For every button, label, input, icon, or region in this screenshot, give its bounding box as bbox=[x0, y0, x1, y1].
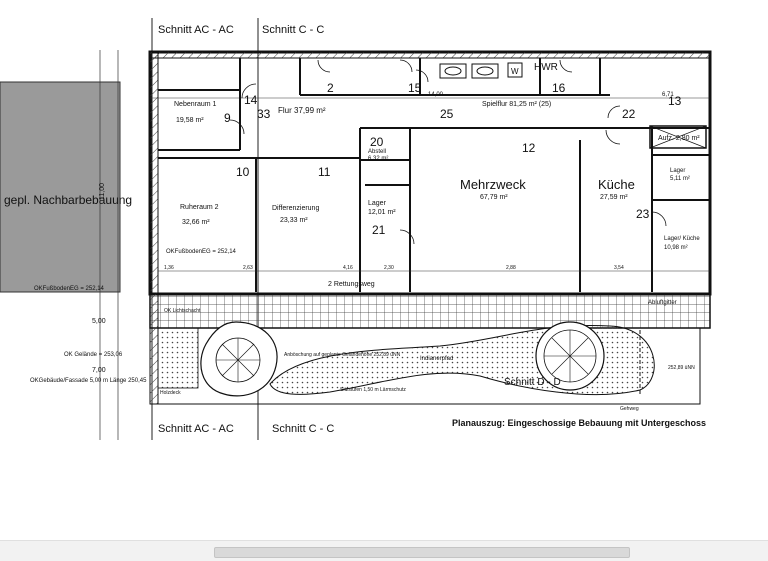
dim-500: 5,00 bbox=[92, 318, 106, 325]
dim-mid-2: 2,63 bbox=[243, 265, 253, 271]
room-mehrzweck-area: 67,79 m² bbox=[480, 194, 508, 201]
room-ruheraum-area: 32,66 m² bbox=[182, 219, 210, 226]
section-ac-top-label: Schnitt AC - AC bbox=[158, 24, 234, 36]
dim-top-6: 6,71 bbox=[662, 92, 674, 98]
abluftgitter-label: Abluftgitter bbox=[648, 300, 677, 306]
room-nebenraum-name: Nebenraum 1 bbox=[174, 101, 217, 108]
room-number-16: 16 bbox=[552, 81, 566, 95]
room-flur-name: Flur 37,99 m² bbox=[278, 106, 326, 115]
boeschung-label: Anböschung auf geplante Geländehöhe 252,… bbox=[284, 352, 401, 358]
sitzstufen-label: Sitzstufen 1,50 m Lärmschutz bbox=[340, 387, 406, 393]
room-lager2-area: 5,11 m² bbox=[670, 176, 690, 182]
tree bbox=[200, 321, 278, 397]
dim-mid-1: 1,36 bbox=[164, 265, 174, 271]
room-number-23: 23 bbox=[636, 207, 650, 221]
room-mehrzweck-name: Mehrzweck bbox=[460, 177, 526, 192]
tree bbox=[535, 321, 605, 391]
room-number-13: 13 bbox=[668, 94, 682, 108]
room-lagerkueche-area: 10,98 m² bbox=[664, 245, 688, 251]
room-nebenraum-area: 19,58 m² bbox=[176, 117, 204, 124]
plan-title: Planauszug: Eingeschossige Bebauung mit … bbox=[452, 418, 706, 428]
ok-gelaende-label: OK Gelände = 253,06 bbox=[64, 352, 123, 358]
room-number-22: 22 bbox=[622, 107, 636, 121]
room-differenzierung-name: Differenzierung bbox=[272, 205, 319, 212]
section-cc-top-label: Schnitt C - C bbox=[262, 24, 324, 36]
ok-fussboden-label: OKFußbodenEG = 252,14 bbox=[166, 249, 237, 255]
washing-machine bbox=[507, 62, 523, 78]
gehweg-right-label: 252,89 üNN bbox=[668, 365, 695, 371]
neighbor-label: gepl. Nachbarbebauung bbox=[4, 193, 132, 207]
room-number-20: 20 bbox=[370, 135, 384, 149]
building-outline bbox=[148, 50, 712, 296]
rettungsweg-label: 2 Rettungsweg bbox=[328, 281, 375, 288]
room-lagerkueche-name: Lager/ Küche bbox=[664, 236, 700, 242]
sink bbox=[439, 63, 467, 79]
dim-mid-6: 2,88 bbox=[506, 265, 516, 271]
gehweg-bottom-label: Gehweg bbox=[620, 406, 639, 412]
room-abstell-name: Abstell bbox=[368, 149, 386, 155]
ok-nachbar-label: OKFußbodenEG = 252,14 bbox=[34, 286, 105, 292]
room-kueche-area: 27,59 m² bbox=[600, 194, 628, 201]
room-differenzierung-area: 23,33 m² bbox=[280, 217, 308, 224]
room-number-12: 12 bbox=[522, 141, 536, 155]
room-abstell-area: 6,32 m² bbox=[368, 156, 388, 162]
ok-lichtschacht-label: OK Lichtschacht bbox=[164, 308, 201, 314]
dim-1100: 11,00 bbox=[99, 183, 106, 200]
dim-mid-4: 2,30 bbox=[384, 265, 394, 271]
room-number-25: 25 bbox=[440, 107, 454, 121]
section-ac-bottom-label: Schnitt AC - AC bbox=[158, 423, 234, 435]
room-lager1-name: Lager bbox=[368, 200, 387, 207]
dim-mid-5: 3,54 bbox=[614, 265, 624, 271]
room-lager1-area: 12,01 m² bbox=[368, 209, 396, 216]
room-number-21: 21 bbox=[372, 223, 386, 237]
dim-700: 7,00 bbox=[92, 367, 106, 374]
indianerpfad-label: Indianerpfad bbox=[420, 356, 453, 362]
aufzug-shaft bbox=[649, 125, 707, 149]
room-ruheraum-name: Ruheraum 2 bbox=[180, 204, 219, 211]
room-number-9: 9 bbox=[224, 111, 231, 125]
room-number-2: 2 bbox=[327, 81, 334, 95]
holzdeck bbox=[157, 327, 199, 389]
room-spielflur-name: Spielflur 81,25 m² (25) bbox=[482, 101, 551, 108]
room-number-15: 15 bbox=[408, 81, 422, 95]
room-number-14: 14 bbox=[244, 93, 258, 107]
room-number-10: 10 bbox=[236, 165, 250, 179]
room-kueche-name: Küche bbox=[598, 177, 635, 192]
room-number-11: 11 bbox=[318, 165, 331, 179]
section-cc-bottom-label: Schnitt C - C bbox=[272, 423, 334, 435]
room-number-33: 33 bbox=[257, 107, 271, 121]
retaining-wall bbox=[149, 293, 159, 405]
section-dd-label: Schnitt D - D bbox=[504, 377, 561, 388]
scrollbar-thumb[interactable] bbox=[214, 547, 630, 558]
svg-text:W: W bbox=[511, 67, 519, 76]
ok-gebaeude-label: OKGebäude/Fassade 5,00 m Länge 250,45 bbox=[30, 378, 147, 384]
room-aufzug-name: Aufz. 2,80 m² bbox=[658, 135, 700, 142]
floor-plan-drawing: gepl. Nachbarbebauung Schnitt AC - AC Sc… bbox=[0, 18, 712, 440]
dim-mid-3: 4,16 bbox=[343, 265, 353, 271]
sink bbox=[471, 63, 499, 79]
hwr-label: HWR bbox=[534, 62, 558, 73]
holzdeck-label: Holzdeck bbox=[160, 390, 181, 396]
horizontal-scrollbar[interactable] bbox=[0, 540, 768, 561]
room-lager2-name: Lager bbox=[670, 168, 685, 174]
